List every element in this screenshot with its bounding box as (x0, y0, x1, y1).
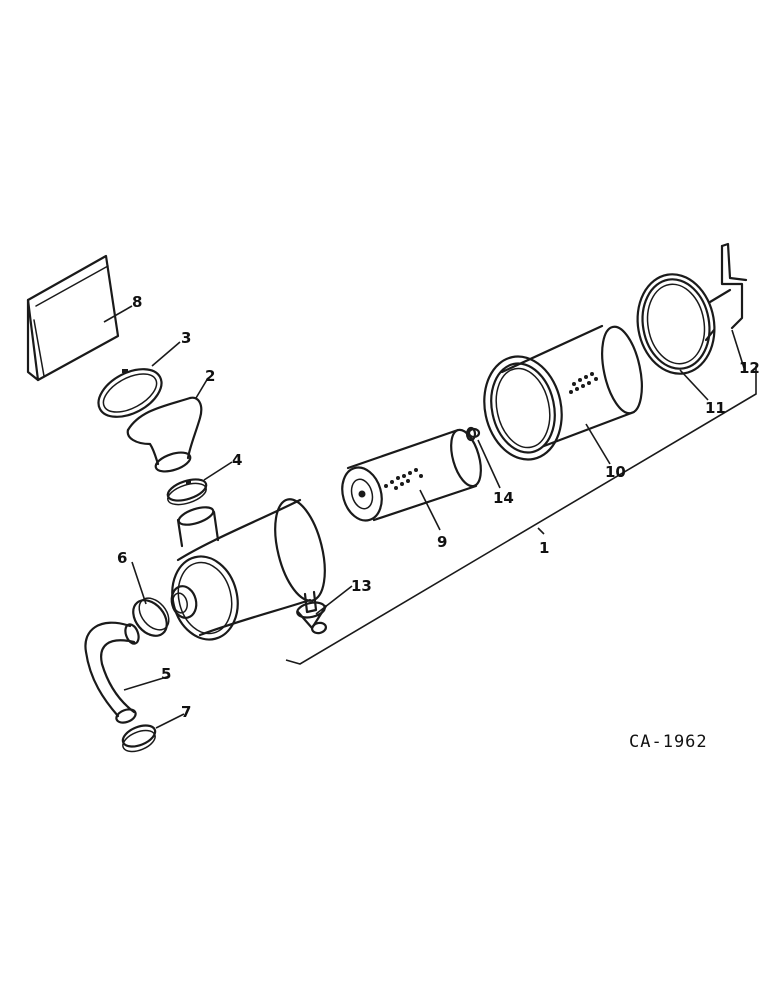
callout-10: 10 (605, 463, 626, 481)
callout-2: 2 (205, 367, 215, 385)
callout-7: 7 (181, 703, 191, 721)
part-6-hose-clamp (132, 597, 170, 637)
callout-11: 11 (705, 399, 726, 417)
drawing-code: CA-1962 (629, 732, 708, 752)
callout-4: 4 (232, 451, 242, 469)
callout-12: 12 (739, 359, 760, 377)
callout-6: 6 (117, 549, 127, 567)
callout-9: 9 (437, 533, 447, 551)
callout-3: 3 (181, 329, 191, 347)
part-4-small-clamp (166, 478, 208, 506)
part-12-mounting-bracket (704, 242, 748, 342)
part-10-perforations (569, 372, 598, 394)
leader-lines (103, 305, 757, 729)
part-13-vacuator-valve (296, 601, 328, 635)
callout-8: 8 (132, 293, 142, 311)
callout-14: 14 (493, 489, 514, 507)
part-10-primary-element (483, 324, 643, 461)
callout-1: 1 (539, 539, 549, 557)
part-7-bottom-clamp (121, 724, 157, 753)
part-8-screen (26, 254, 120, 382)
part-9-safety-element (341, 428, 482, 522)
part-11-end-cover (636, 273, 716, 375)
part-9-perforations (384, 468, 423, 490)
part-2-inlet-hood (126, 396, 203, 473)
callout-13: 13 (351, 577, 372, 595)
part-5-elbow-hose (84, 621, 140, 724)
part-3-clamp-ring (97, 368, 163, 418)
callout-5: 5 (161, 665, 171, 683)
part-14-wing-nut (465, 426, 481, 442)
